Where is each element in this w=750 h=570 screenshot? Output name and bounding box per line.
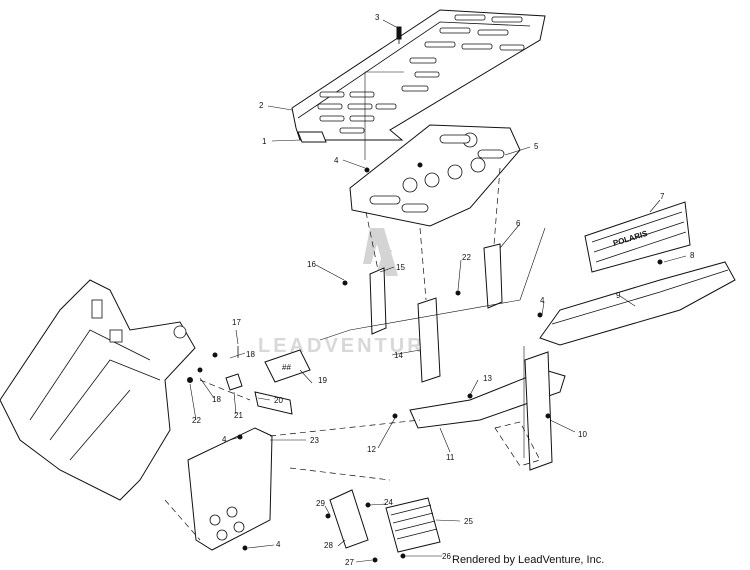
callout-1: 1 [262, 137, 267, 146]
decal-text: ## [282, 363, 291, 372]
pin-part [396, 26, 402, 44]
callout-3: 3 [375, 13, 380, 22]
callout-16: 16 [307, 260, 316, 269]
callout-7: 7 [660, 192, 665, 201]
rack-base-plate [349, 124, 521, 227]
callouts: 1 2 3 4 5 6 7 8 9 4 10 11 12 13 14 15 16… [192, 13, 695, 567]
callout-12: 12 [367, 445, 376, 454]
callout-27: 27 [345, 558, 354, 567]
callout-10: 10 [578, 430, 587, 439]
callout-6: 6 [516, 219, 521, 228]
callout-4c: 4 [222, 435, 227, 444]
rack-pad [297, 131, 327, 143]
callout-22a: 22 [462, 253, 471, 262]
callout-4a: 4 [334, 156, 339, 165]
main-frame [0, 279, 196, 501]
callout-15: 15 [396, 263, 405, 272]
callout-26: 26 [442, 552, 451, 561]
cooler-shroud [329, 489, 369, 549]
callout-2: 2 [259, 101, 264, 110]
callout-21: 21 [234, 411, 243, 420]
bracket-right [483, 243, 503, 309]
tube-clamp [225, 373, 293, 415]
callout-14: 14 [394, 351, 403, 360]
watermark: LEADVENTURE [258, 228, 441, 357]
callout-17: 17 [232, 318, 241, 327]
front-grille: POLARIS [584, 201, 691, 273]
hardware [187, 162, 663, 563]
callout-22b: 22 [192, 416, 201, 425]
render-credit: Rendered by LeadVenture, Inc. [452, 554, 605, 566]
callout-4b: 4 [540, 296, 545, 305]
callout-11: 11 [446, 453, 455, 462]
callout-4d: 4 [276, 540, 281, 549]
callout-18b: 18 [212, 395, 221, 404]
bumper-guard [187, 427, 273, 551]
callout-5: 5 [534, 142, 539, 151]
callout-29: 29 [316, 499, 325, 508]
callout-19: 19 [318, 376, 327, 385]
callout-8: 8 [690, 251, 695, 260]
callout-25: 25 [464, 517, 473, 526]
callout-18a: 18 [246, 350, 255, 359]
callout-13: 13 [483, 374, 492, 383]
oil-cooler [385, 497, 441, 553]
frame-support-dashed [494, 421, 541, 467]
callout-9: 9 [616, 291, 621, 300]
bracket-center [417, 297, 441, 383]
leader-lines [189, 19, 687, 563]
front-bumper [539, 261, 736, 346]
decal-block: ## [264, 349, 311, 383]
callout-23: 23 [310, 436, 319, 445]
callout-24: 24 [384, 498, 393, 507]
watermark-text: LEADVENTURE [258, 335, 441, 357]
callout-28: 28 [324, 541, 333, 550]
bracket-left [369, 267, 387, 335]
rack-top-panel [291, 9, 546, 141]
assembly-lines [164, 167, 546, 541]
front-frame-arm [409, 351, 566, 471]
callout-20: 20 [274, 396, 283, 405]
